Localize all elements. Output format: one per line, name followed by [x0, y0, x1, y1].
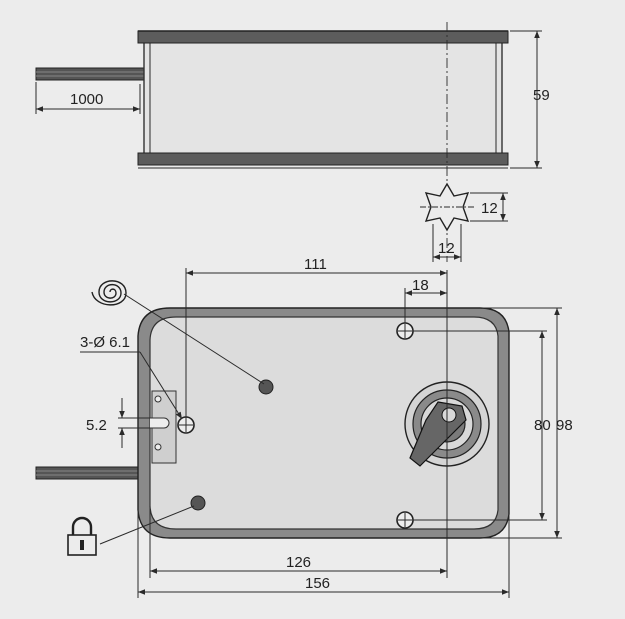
lock-icon [67, 505, 195, 556]
front-view [35, 270, 510, 578]
dim-total-width: 156 [305, 575, 330, 592]
dim-slot: 5.2 [86, 417, 107, 434]
dim-hole-spacing: 80 [534, 417, 551, 434]
dim-total-height: 98 [556, 417, 573, 434]
dim-hole-to-axis: 18 [412, 277, 429, 294]
lock-indicator-dot [190, 495, 206, 511]
mount-slot [150, 417, 170, 429]
dim-height-side: 59 [533, 87, 550, 104]
side-view: 1000 59 [35, 22, 550, 262]
shaft-profile: 12 12 [420, 182, 508, 262]
spring-return-icon [91, 280, 265, 385]
dim-cable-length: 1000 [70, 91, 103, 108]
hole-bottom [396, 511, 414, 529]
housing-face [149, 316, 499, 530]
front-dimensions: 111 18 80 98 3-Ø 6.1 5.2 126 156 [80, 256, 573, 598]
dim-shaft-w: 12 [438, 240, 455, 257]
bottom-band [137, 152, 509, 166]
hole-top [396, 322, 414, 340]
label-mount-holes: 3-Ø 6.1 [80, 334, 130, 351]
cable-side [35, 67, 145, 81]
dim-inner-width: 126 [286, 554, 311, 571]
side-body [143, 41, 503, 159]
dim-hole-offset: 111 [304, 256, 327, 273]
hole-left [177, 416, 195, 434]
cable-front [35, 466, 143, 480]
top-band [137, 30, 509, 44]
dim-shaft-h: 12 [481, 200, 498, 217]
